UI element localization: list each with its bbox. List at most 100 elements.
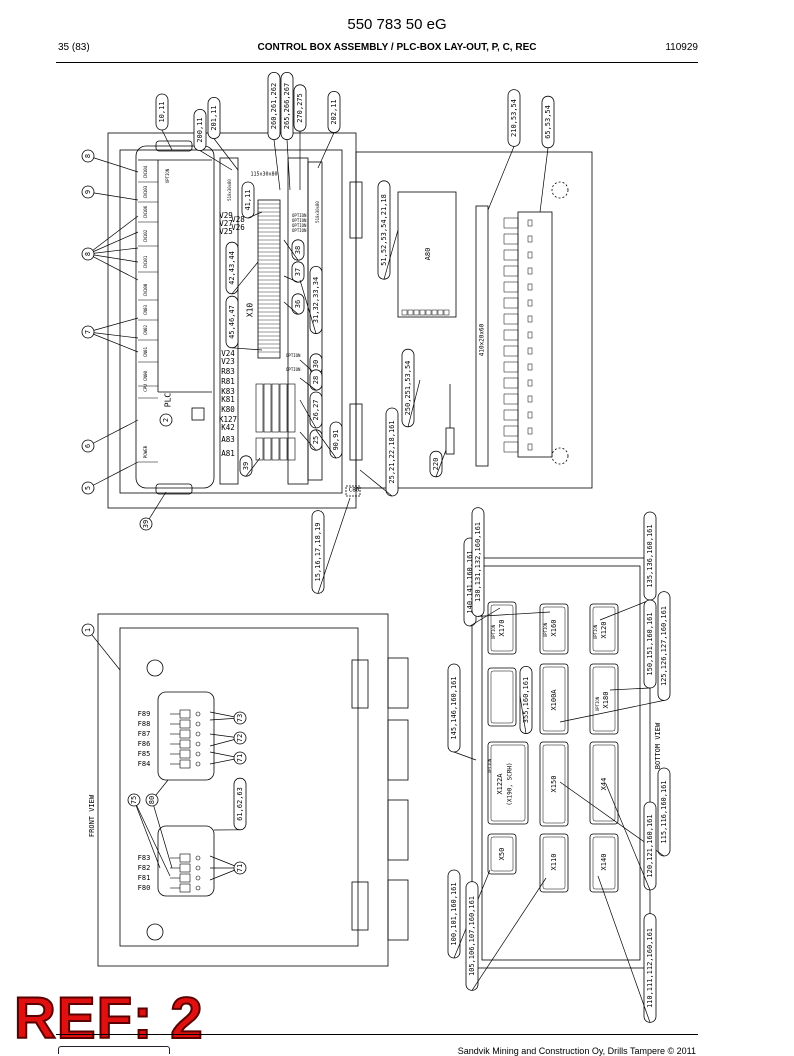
rail-terminal	[504, 218, 518, 228]
fuse-cell	[180, 730, 190, 738]
balloon-number: 71	[236, 864, 244, 872]
rail-terminal	[504, 298, 518, 308]
rail-terminal	[504, 442, 518, 452]
rail-terminal	[504, 282, 518, 292]
connector-designator: X50	[498, 848, 506, 861]
relay-module	[256, 438, 263, 460]
plc-slot-label: CN103	[143, 185, 148, 198]
callout-label: 100,101,160,161	[450, 882, 458, 945]
relay-module	[280, 384, 287, 432]
a80-pin	[426, 310, 431, 315]
balloon-number: 72	[236, 734, 244, 742]
fuse-holder-upper	[158, 692, 214, 780]
fuse-designator: F88	[138, 720, 151, 728]
balloon-number: 8	[84, 252, 92, 256]
callout-label: 39	[242, 462, 250, 470]
callout-label: 10,11	[158, 101, 166, 122]
plc-slot-label: CN102	[143, 229, 148, 242]
bottom-view-frame	[472, 558, 650, 968]
relay-module	[272, 438, 279, 460]
callout-label: 150,151,160,161	[646, 612, 654, 675]
rail-terminal	[504, 266, 518, 276]
rail-hole	[528, 236, 532, 242]
relay-module	[288, 438, 295, 460]
leader-line	[488, 146, 514, 210]
callout-label: 65,53,54	[544, 105, 552, 139]
callout-label: 90,91	[332, 429, 340, 450]
callout-label: 38	[294, 246, 302, 254]
fuse-cell	[180, 884, 190, 892]
rail-terminal	[504, 250, 518, 260]
callout-label: 200,11	[196, 117, 204, 142]
relay-module	[280, 438, 287, 460]
rail-hole	[528, 268, 532, 274]
leader-line	[88, 462, 138, 488]
fuse-screw	[196, 856, 200, 860]
rail-terminal	[504, 426, 518, 436]
component-designator: V26	[231, 223, 245, 232]
rail-terminal	[504, 234, 518, 244]
leader-line	[560, 700, 664, 722]
a80-pin	[408, 310, 413, 315]
rail-terminal	[504, 346, 518, 356]
callout-label: 210,53,54	[510, 99, 518, 137]
rail-terminal	[504, 410, 518, 420]
leader-line	[88, 630, 120, 670]
module-a80-label: A80	[424, 248, 432, 261]
leader-line	[152, 800, 172, 868]
balloon-number: 2	[162, 418, 170, 422]
callout-label: 28	[312, 376, 320, 384]
rail-terminal	[504, 362, 518, 372]
callout-label: 105,106,107,160,161	[468, 896, 476, 976]
option-label: OPTION	[543, 622, 548, 637]
leader-line	[540, 148, 548, 212]
balloon-number: 5	[84, 486, 92, 490]
option-label: OPTION	[491, 624, 496, 639]
callout-label: 25	[312, 436, 320, 444]
callout-label: 45,46,47	[228, 305, 236, 339]
rail-terminal	[504, 378, 518, 388]
plc-slot-label: CN104	[143, 165, 148, 178]
dimension-label: 510x30x80	[315, 201, 320, 223]
leader-line	[598, 876, 650, 1022]
callout-label: 110,111,112,160,161	[646, 928, 654, 1008]
connector-designator: X44	[600, 778, 608, 791]
fuse-designator: F84	[138, 760, 151, 768]
rail-hole	[528, 364, 532, 370]
relay-module	[264, 438, 271, 460]
component-designator: R81	[221, 377, 235, 386]
fuse-designator: F83	[138, 854, 151, 862]
reference-stamp: REF: 2	[14, 990, 204, 1048]
fuse-screw	[196, 886, 200, 890]
leader-line	[88, 318, 138, 332]
callout-label: 31,32,33,34	[312, 277, 320, 323]
terminal-block-x10	[258, 200, 280, 358]
component-designator: A81	[221, 449, 235, 458]
leader-line	[610, 688, 650, 690]
plc-slot-label: CN101	[143, 255, 148, 268]
footer-rule	[56, 1034, 698, 1035]
connector-inner	[491, 671, 513, 723]
callout-label: 270,275	[296, 93, 304, 123]
connector-designator: X160	[550, 620, 558, 637]
plc-slot-label: CN100	[143, 283, 148, 296]
fuse-cell	[180, 710, 190, 718]
option-label: OPTION	[487, 758, 492, 773]
balloon-number: 6	[84, 444, 92, 448]
callout-label: 260,261,262	[270, 83, 278, 129]
callout-label: 201,11	[210, 105, 218, 130]
plc-slot-label: POWER	[143, 445, 148, 458]
plc-slot-label: CN02	[143, 324, 148, 335]
connector-designator: X100A	[550, 689, 558, 711]
a80-pin	[444, 310, 449, 315]
callout-label: 26,27	[312, 399, 320, 420]
connector-designator: X122A	[496, 773, 504, 795]
connector-designator: (X190, SCRH)	[507, 762, 514, 805]
component-designator: K80	[221, 405, 235, 414]
fuse-cell	[180, 760, 190, 768]
leader-line	[274, 140, 280, 190]
callout-label: 145,146,160,161	[450, 676, 458, 739]
option-label: OPTION	[286, 367, 301, 372]
relay-module	[264, 384, 271, 432]
callout-label: 202,11	[330, 99, 338, 124]
